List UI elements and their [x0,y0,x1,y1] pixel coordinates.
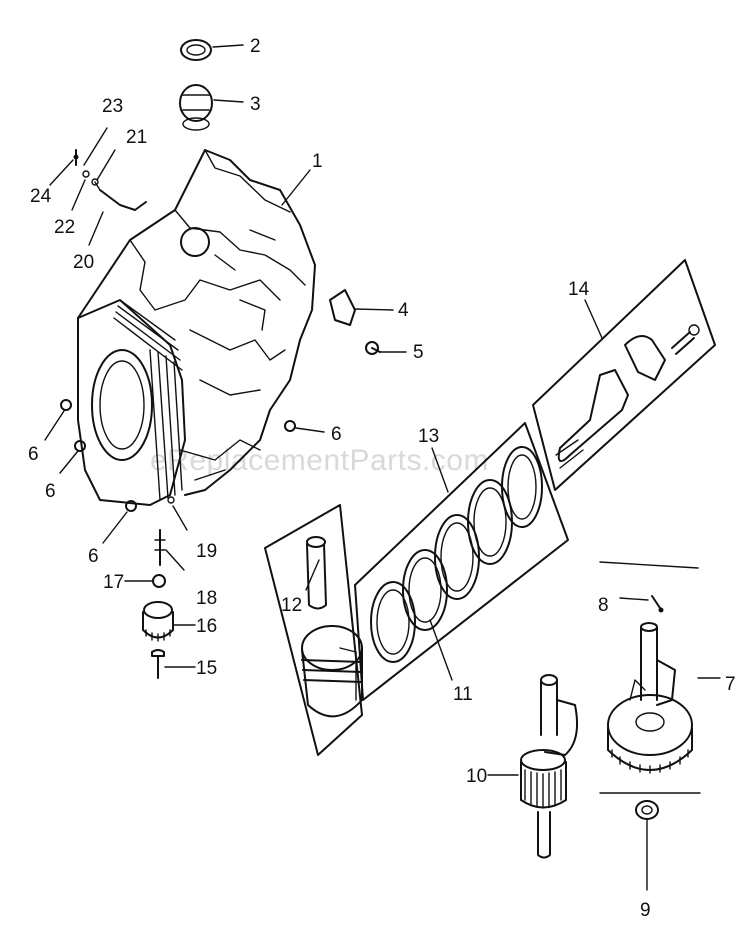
callout-13: 13 [418,426,439,447]
piston-panel-drawing [264,504,363,756]
callout-16: 16 [196,616,217,637]
callout-20: 20 [73,252,94,273]
callout-3: 3 [250,94,261,115]
callout-11: 11 [453,684,473,705]
callout-9: 9 [640,900,651,921]
callout-18: 18 [196,588,217,609]
callout-8: 8 [598,595,609,616]
leader-lines [44,44,721,891]
callout-6-left-upper: 6 [28,444,39,465]
callout-23: 23 [102,96,123,117]
callout-6-right: 6 [331,424,342,445]
callout-22: 22 [54,217,75,238]
callout-17: 17 [103,572,124,593]
connecting-rod-panel-drawing [532,259,716,491]
callout-6-left-lower: 6 [45,481,56,502]
callout-labels: 2 3 1 4 5 6 6 6 6 19 18 17 16 15 23 21 2… [28,36,736,921]
small-parts-drawing [60,149,381,679]
callout-7: 7 [725,674,736,695]
cap-assembly-drawing [179,39,213,131]
callout-2: 2 [250,36,261,57]
callout-24: 24 [30,186,52,207]
ring-set-panel-drawing [354,422,569,701]
callout-6-bottom: 6 [88,546,99,567]
callout-12: 12 [281,595,302,616]
callout-10: 10 [466,766,487,787]
callout-15: 15 [196,658,217,679]
callout-14: 14 [568,279,590,300]
callout-21: 21 [126,127,147,148]
callout-4: 4 [398,300,409,321]
balance-shaft-drawing [520,674,578,859]
callout-5: 5 [413,342,424,363]
crankshaft-panel-drawing [599,561,701,820]
watermark-text: eReplacementParts.com [150,444,489,477]
crankcase-drawing [77,149,316,506]
callout-1: 1 [312,151,323,172]
callout-19: 19 [196,541,217,562]
